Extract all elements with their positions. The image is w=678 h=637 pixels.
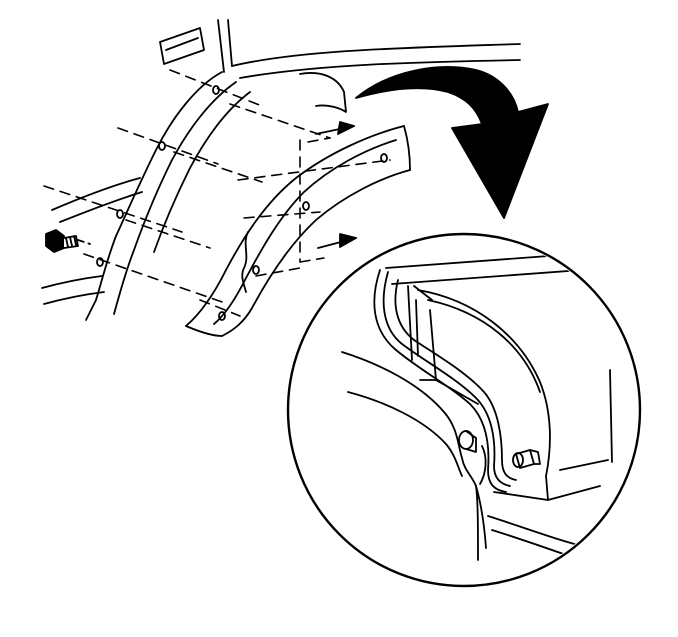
fender-flare: [185, 125, 411, 337]
alignment-lines: [43, 69, 391, 317]
flare-bolt: [45, 229, 91, 253]
pointer-arrow: [315, 121, 355, 135]
rotation-arrow: [355, 66, 549, 219]
pointer-arrow: [317, 233, 357, 249]
wheelhouse-panel: [41, 19, 521, 321]
flare-retaining-clip: [458, 430, 541, 485]
detail-view-circle: [286, 232, 642, 588]
